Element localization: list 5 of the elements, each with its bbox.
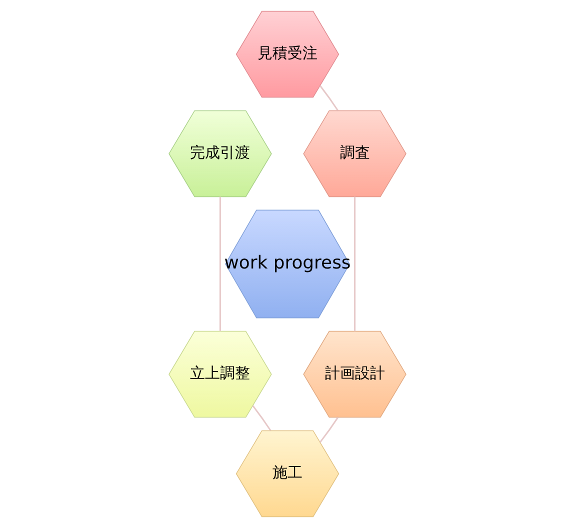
- connector: [354, 196, 356, 332]
- connector: [219, 196, 221, 332]
- connector: [320, 85, 338, 111]
- connector: [320, 417, 339, 443]
- connector: [252, 405, 272, 431]
